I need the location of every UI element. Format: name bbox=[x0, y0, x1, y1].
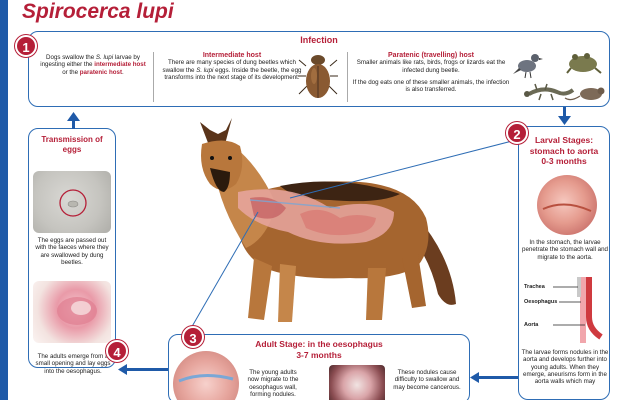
step-4-badge: 4 bbox=[106, 340, 128, 362]
larval-stages-box: Larval Stages: stomach to aorta 0-3 mont… bbox=[518, 126, 610, 400]
intermediate-host-text: There are many species of dung beetles w… bbox=[162, 59, 302, 81]
larval-heading: Larval Stages: stomach to aorta 0-3 mont… bbox=[529, 135, 599, 166]
stomach-illustration bbox=[537, 175, 597, 235]
divider bbox=[347, 52, 348, 102]
stomach-wall-icon bbox=[542, 203, 592, 212]
intermediate-host-title: Intermediate host bbox=[202, 52, 262, 59]
larval-text-2: The larvae forms nodules in the aorta an… bbox=[521, 349, 609, 386]
egg-circle-marker-icon bbox=[59, 189, 87, 217]
lizard-icon bbox=[524, 83, 575, 101]
dung-beetle-icon bbox=[298, 55, 338, 98]
step-3-badge: 3 bbox=[182, 326, 204, 348]
paratenic-host-text-2: If the dog eats one of these smaller ani… bbox=[352, 78, 510, 94]
arrow-into-transmission bbox=[72, 120, 75, 129]
adult-text-1: The young adults now migrate to the oeso… bbox=[247, 369, 299, 398]
page-title: Spirocerca lupi bbox=[22, 0, 174, 23]
dog-illustration bbox=[200, 118, 456, 322]
transmission-box: Transmission of eggs The eggs are passed… bbox=[28, 128, 116, 375]
transmission-text-2: The adults emerge from a small opening a… bbox=[35, 353, 111, 375]
adult-stage-box: Adult Stage: in the oesophagus 3-7 month… bbox=[168, 334, 470, 400]
larval-text-1: In the stomach, the larvae penetrate the… bbox=[522, 239, 608, 261]
eggs-photo bbox=[33, 171, 111, 233]
paratenic-animals-icon bbox=[513, 53, 605, 101]
trachea-oesophagus-aorta-diagram bbox=[553, 277, 603, 343]
oesophagus-illustration bbox=[173, 351, 239, 400]
intermediate-host-block: Intermediate host There are many species… bbox=[157, 52, 307, 81]
aorta-label: Aorta bbox=[524, 322, 539, 328]
adult-worm-nodule-photo bbox=[33, 281, 111, 343]
paratenic-host-title: Paratenic (travelling) host bbox=[388, 52, 474, 59]
infection-swallow-text: Dogs swallow the S. lupi larvae by inges… bbox=[40, 54, 146, 76]
infection-heading: Infection bbox=[300, 35, 338, 45]
bird-icon bbox=[513, 54, 543, 79]
transmission-heading: Transmission of eggs bbox=[41, 135, 103, 154]
arrowhead-down-icon bbox=[558, 116, 571, 125]
trachea-label: Trachea bbox=[524, 284, 545, 290]
rat-icon bbox=[564, 87, 605, 101]
adult-text-2: These nodules cause difficulty to swallo… bbox=[393, 369, 461, 391]
nodule-icon bbox=[57, 297, 97, 325]
step-2-badge: 2 bbox=[506, 122, 528, 144]
frog-icon bbox=[566, 53, 602, 74]
paratenic-host-block: Paratenic (travelling) host Smaller anim… bbox=[351, 52, 511, 93]
infection-box: Infection Dogs swallow the S. lupi larva… bbox=[28, 31, 610, 107]
arrow-larval-to-adult bbox=[478, 376, 518, 379]
divider bbox=[153, 52, 154, 102]
step-1-badge: 1 bbox=[15, 35, 37, 57]
oesophagus-wall-icon bbox=[178, 374, 234, 383]
oesophagus-label: Oesophagus bbox=[524, 299, 558, 305]
arrowhead-left-icon bbox=[470, 372, 479, 383]
arrow-infection-to-larval bbox=[563, 107, 566, 119]
arrow-adult-to-transmission bbox=[126, 368, 168, 371]
left-accent-bar bbox=[0, 0, 8, 400]
arrowhead-left-icon bbox=[118, 364, 127, 375]
paratenic-host-text-1: Smaller animals like rats, birds, frogs … bbox=[356, 59, 506, 74]
adult-heading: Adult Stage: in the oesophagus 3-7 month… bbox=[255, 339, 383, 360]
arrowhead-up-icon bbox=[67, 112, 80, 121]
transmission-text-1: The eggs are passed out with the faeces … bbox=[35, 237, 109, 266]
nodule-photo bbox=[329, 365, 385, 400]
